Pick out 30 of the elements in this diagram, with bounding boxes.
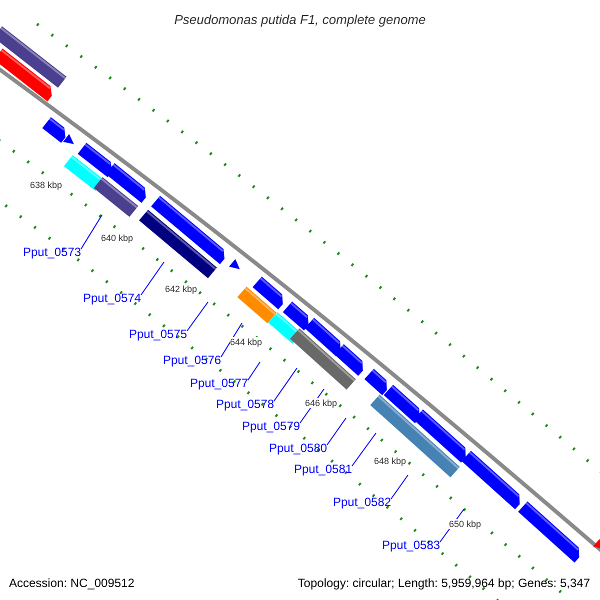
leader-line bbox=[352, 432, 376, 466]
gene-label: Pput_0579 bbox=[242, 419, 300, 433]
leader-line bbox=[390, 474, 408, 500]
gene-label: Pput_0581 bbox=[294, 462, 352, 476]
position-label: 638 kbp bbox=[30, 180, 62, 190]
gene-label: Pput_0573 bbox=[23, 245, 82, 259]
position-label: 642 kbp bbox=[165, 284, 198, 294]
gene-label: Pput_0580 bbox=[269, 441, 328, 455]
leader-line bbox=[248, 362, 260, 380]
position-label: 650 kbp bbox=[449, 519, 482, 529]
position-label: 640 kbp bbox=[101, 233, 134, 243]
position-label: 646 kbp bbox=[305, 398, 338, 408]
accession-text: Accession: NC_009512 bbox=[9, 575, 134, 592]
genome-info-text: Topology: circular; Length: 5,959,964 bp; Genes: 5,347 bbox=[298, 575, 590, 592]
gene-label: Pput_0574 bbox=[83, 291, 142, 305]
leader-line bbox=[274, 368, 298, 402]
gene-label: Pput_0577 bbox=[190, 376, 248, 390]
gene-label: Pput_0583 bbox=[382, 538, 440, 552]
gene-label: Pput_0575 bbox=[129, 327, 188, 341]
leader-line bbox=[80, 214, 102, 250]
diagram-title: Pseudomonas putida F1, complete genome bbox=[173, 11, 427, 29]
leader-line bbox=[140, 262, 164, 296]
gene-label: Pput_0576 bbox=[163, 353, 222, 367]
leader-line bbox=[220, 322, 242, 358]
leader-line bbox=[326, 418, 346, 446]
position-label: 648 kbp bbox=[374, 456, 406, 466]
position-label: 644 kbp bbox=[230, 337, 262, 347]
leader-line bbox=[186, 302, 208, 332]
gene-label: Pput_0582 bbox=[333, 495, 392, 509]
gene-label: Pput_0578 bbox=[216, 397, 274, 411]
